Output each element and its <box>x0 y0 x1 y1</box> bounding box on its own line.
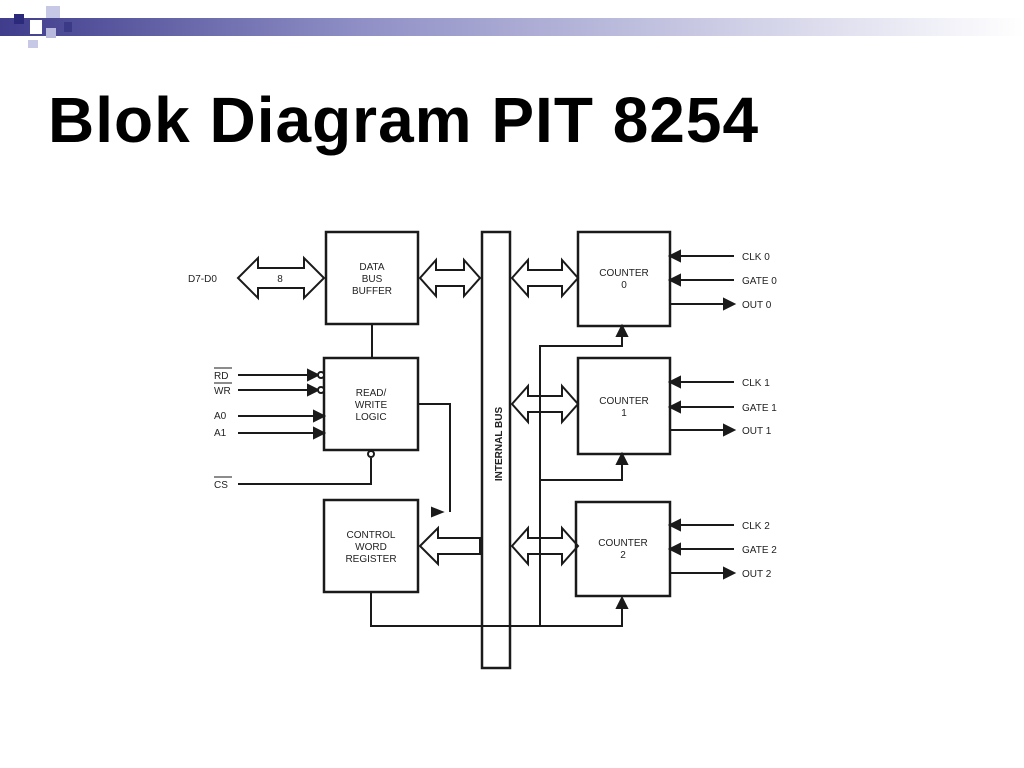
bus-to-control-register-arrow <box>418 525 481 567</box>
gate1-arrowhead <box>667 400 681 414</box>
clk1-arrowhead <box>667 375 681 389</box>
clk2-arrowhead <box>667 518 681 532</box>
out2-label: OUT 2 <box>742 569 772 580</box>
internal-bus-label: INTERNAL BUS <box>494 407 505 482</box>
gate1-label: GATE 1 <box>742 403 777 414</box>
counter-1-label-line2: 1 <box>621 408 627 419</box>
a0-arrowhead <box>313 409 327 423</box>
decoration-square-white <box>30 20 42 34</box>
bus-counter1-double-arrow <box>510 383 580 425</box>
gate0-label: GATE 0 <box>742 276 777 287</box>
internal-bus <box>480 230 512 670</box>
data-bus-width-label: 8 <box>277 274 283 285</box>
data-pins-label: D7-D0 <box>188 274 217 285</box>
title-decoration <box>0 6 1024 48</box>
a0-label: A0 <box>214 411 227 422</box>
buffer-to-bus-double-arrow <box>418 257 482 299</box>
rd-inversion-bubble <box>317 371 325 379</box>
clk0-label: CLK 0 <box>742 252 770 263</box>
gate0-arrowhead <box>667 273 681 287</box>
cs-label: CS <box>214 480 228 491</box>
data-pins-double-arrow <box>236 255 326 301</box>
gate2-arrowhead <box>667 542 681 556</box>
gate2-label: GATE 2 <box>742 545 777 556</box>
clk2-label: CLK 2 <box>742 521 770 532</box>
data-bus-buffer-label-line2: BUS <box>362 274 383 285</box>
decoration-square-lavender <box>28 40 38 48</box>
control-word-register-label-line1: CONTROL <box>347 530 396 541</box>
decoration-square-lavender <box>46 6 60 18</box>
cs-inversion-bubble <box>367 450 375 458</box>
read-write-logic-label-line3: LOGIC <box>355 412 386 423</box>
decoration-square-navy <box>14 14 24 24</box>
decoration-square-navy <box>64 22 72 32</box>
data-bus-buffer-label-line3: BUFFER <box>352 286 392 297</box>
bus-counter2-double-arrow <box>510 525 580 567</box>
cs-line <box>238 458 372 485</box>
wr-label: WR <box>214 386 231 397</box>
wr-arrowhead <box>307 383 321 397</box>
decoration-bar <box>0 18 1024 36</box>
rw-control-arrowhead <box>431 506 445 518</box>
clk1-label: CLK 1 <box>742 378 770 389</box>
a1-arrowhead <box>313 426 327 440</box>
data-bus-buffer-label-line1: DATA <box>359 262 385 273</box>
counter-control-bus-line <box>539 328 623 626</box>
out0-label: OUT 0 <box>742 300 772 311</box>
control-word-register-label-line3: REGISTER <box>345 554 396 565</box>
counter2-control-arrowhead <box>615 595 629 609</box>
rw-control-line <box>418 403 451 512</box>
counter-0-block <box>576 230 672 328</box>
rd-label: RD <box>214 371 228 382</box>
control-word-register-label-line2: WORD <box>355 542 387 553</box>
out0-arrowhead <box>723 297 737 311</box>
clk0-arrowhead <box>667 249 681 263</box>
control-register-feedback-line <box>370 592 623 627</box>
rd-arrowhead <box>307 368 321 382</box>
out1-label: OUT 1 <box>742 426 772 437</box>
counter1-control-line <box>540 456 623 481</box>
counter-2-label-line1: COUNTER <box>598 538 647 549</box>
counter-0-label-line1: COUNTER <box>599 268 648 279</box>
counter-0-label-line2: 0 <box>621 280 627 291</box>
out2-arrowhead <box>723 566 737 580</box>
pit-8254-block-diagram: INTERNAL BUS DATA BUS BUFFER D7-D0 8 REA… <box>188 230 777 670</box>
counter-2-label-line2: 2 <box>620 550 626 561</box>
slide-title: Blok Diagram PIT 8254 <box>48 84 760 156</box>
counter-1-label-line1: COUNTER <box>599 396 648 407</box>
counter-2-block <box>574 500 672 598</box>
read-write-logic-label-line2: WRITE <box>355 400 388 411</box>
bus-counter0-double-arrow <box>510 257 580 299</box>
out1-arrowhead <box>723 423 737 437</box>
decoration-square-lavender <box>46 28 56 38</box>
wr-inversion-bubble <box>317 386 325 394</box>
counter1-control-arrowhead <box>615 451 629 465</box>
counter0-control-arrowhead <box>615 323 629 337</box>
a1-label: A1 <box>214 428 227 439</box>
read-write-logic-label-line1: READ/ <box>356 388 387 399</box>
